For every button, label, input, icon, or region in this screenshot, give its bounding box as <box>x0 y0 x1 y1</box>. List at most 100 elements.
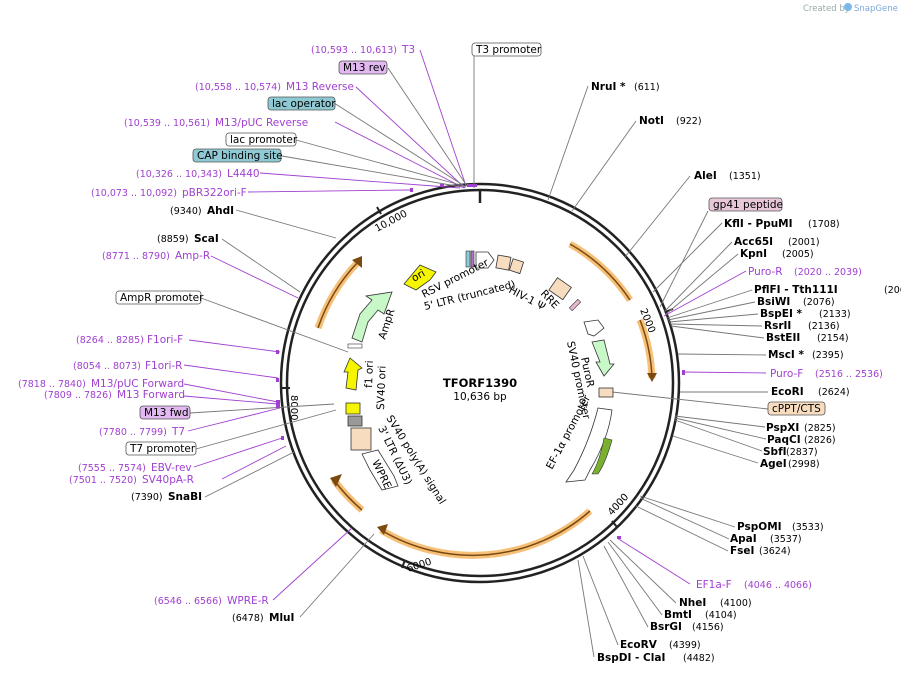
enzyme-position: (2001) <box>788 237 820 248</box>
enzyme-position: (611) <box>634 82 660 93</box>
enzyme-position: (3624) <box>759 546 791 557</box>
primer-position: (10,539 .. 10,561) <box>124 118 210 129</box>
feature-tag-cap: CAP binding site <box>192 148 283 163</box>
primer-leader-lines <box>183 49 767 601</box>
enzyme-position: (6478) <box>232 613 264 624</box>
svg-text:M13 rev: M13 rev <box>343 62 386 74</box>
enzyme-label: EcoRV <box>620 639 658 651</box>
enzyme-label: BmtI <box>664 609 692 621</box>
enzyme-position: (4104) <box>705 610 737 621</box>
enzyme-label: MluI <box>269 612 294 624</box>
enzyme-position: (2076) <box>803 297 835 308</box>
plasmid-name: TFORF1390 <box>443 376 517 390</box>
primer-label: T7 <box>171 426 185 438</box>
tag-leader-lines <box>189 56 769 450</box>
svg-text:gp41 peptide: gp41 peptide <box>713 199 783 211</box>
svg-text:cPPT/CTS: cPPT/CTS <box>772 403 821 415</box>
enzyme-label: SbfI <box>763 446 787 458</box>
primer-label: M13/pUC Forward <box>91 378 184 390</box>
enzyme-leader-lines-right <box>547 85 768 658</box>
primer-label: Puro-F <box>770 368 803 380</box>
primer-label: WPRE-R <box>227 595 269 607</box>
enzyme-leader-lines-left <box>204 209 375 618</box>
primer-label: L4440 <box>227 168 260 180</box>
primer-position: (10,558 .. 10,574) <box>195 82 281 93</box>
primer-position: (2516 .. 2536) <box>815 369 883 380</box>
enzyme-label: Acc65I <box>734 236 773 248</box>
enzyme-position: (7390) <box>131 492 163 503</box>
enzyme-label: BspDI - ClaI <box>597 652 665 664</box>
enzyme-label: BsrGI <box>650 621 682 633</box>
tick-label-8000: 8000 <box>288 395 299 420</box>
enzyme-label: PaqCI <box>767 434 801 446</box>
f1ori-arrow <box>343 357 363 391</box>
primer-position: (6546 .. 6566) <box>154 596 222 607</box>
svg-text:T7 promoter: T7 promoter <box>129 443 196 455</box>
primer-position: (7501 .. 7520) <box>69 475 137 486</box>
tick-label-4000: 4000 <box>606 492 631 518</box>
enzyme-position: (1708) <box>808 219 840 230</box>
enzyme-label: PspOMI <box>737 521 782 533</box>
enzyme-label: PflFI - Tth111I <box>754 284 838 296</box>
primer-label: F1ori-R <box>145 360 182 372</box>
primer-position: (7555 .. 7574) <box>78 463 146 474</box>
svg-text:lac operator: lac operator <box>272 98 336 110</box>
label-sv40ori: SV40 ori <box>375 365 389 410</box>
enzyme-labels-right: NruI *(611)NotI(922)AleI(1351)KflI - Ppu… <box>591 81 901 664</box>
primer-label: T3 <box>401 44 415 56</box>
enzyme-position: (4100) <box>720 598 752 609</box>
enzyme-labels-left: (9340)AhdI(8859)ScaI(7390)SnaBI(6478)Mlu… <box>131 205 294 624</box>
enzyme-position: (4482) <box>683 653 715 664</box>
ampr-arrow <box>351 291 393 343</box>
credit-brand: SnapGene <box>854 4 898 14</box>
svg-text:lac promoter: lac promoter <box>230 134 298 146</box>
enzyme-position: (9340) <box>170 206 202 217</box>
backbone-outer <box>279 182 681 584</box>
enzyme-label: AhdI <box>207 205 234 217</box>
feature-tag-t7prom: T7 promoter <box>125 441 197 456</box>
primer-label: Amp-R <box>175 250 210 262</box>
primer-label: EF1a-F <box>696 579 732 591</box>
enzyme-position: (2837) <box>786 447 818 458</box>
primer-position: (10,593 .. 10,613) <box>311 45 397 56</box>
enzyme-position: (3537) <box>770 534 802 545</box>
primer-position: (7818 .. 7840) <box>18 379 86 390</box>
feature-tag-cppt: cPPT/CTS <box>767 401 826 416</box>
primer-labels-left: (10,593 .. 10,613) T3 (10,558 .. 10,574) M1… <box>18 44 415 607</box>
enzyme-position: (2826) <box>804 435 836 446</box>
primer-label: SV40pA-R <box>142 474 194 486</box>
enzyme-position: (1351) <box>729 171 761 182</box>
primer-label: M13/pUC Reverse <box>215 117 308 129</box>
primer-label: pBR322ori-F <box>182 187 247 199</box>
rsv-promoter-arrow <box>475 251 495 269</box>
svg-text:T3 promoter: T3 promoter <box>475 44 542 56</box>
enzyme-position: (2998) <box>788 459 820 470</box>
enzyme-label: NruI * <box>591 81 626 93</box>
enzyme-position: (2825) <box>804 423 836 434</box>
enzyme-position: (2136) <box>808 321 840 332</box>
feature-tag-amprprom: AmpR promoter <box>115 290 204 305</box>
enzyme-label: KpnI <box>740 248 767 260</box>
enzyme-position: (2062) <box>884 285 901 296</box>
primer-label: F1ori-F <box>147 334 183 346</box>
primer-position: (8054 .. 8073) <box>73 361 141 372</box>
enzyme-label: AleI <box>694 170 717 182</box>
backbone-inner <box>285 188 675 578</box>
feature-tag-gp41: gp41 peptide <box>708 197 783 212</box>
enzyme-position: (2005) <box>782 249 814 260</box>
enzyme-position: (2133) <box>819 309 851 320</box>
ori-arrow <box>403 264 437 291</box>
enzyme-label: EcoRI <box>771 386 804 398</box>
feature-tag-t3prom: T3 promoter <box>471 42 542 57</box>
enzyme-label: KflI - PpuMI <box>724 218 793 230</box>
primer-label: Puro-R <box>748 266 783 278</box>
primer-label: M13 Forward <box>117 389 185 401</box>
primer-label: M13 Reverse <box>286 81 354 93</box>
primer-position: (4046 .. 4066) <box>744 580 812 591</box>
primer-position: (8264 .. 8285) <box>76 335 144 346</box>
enzyme-position: (2395) <box>812 350 844 361</box>
orf-arcs <box>314 240 657 559</box>
primer-position: (7809 .. 7826) <box>44 390 112 401</box>
